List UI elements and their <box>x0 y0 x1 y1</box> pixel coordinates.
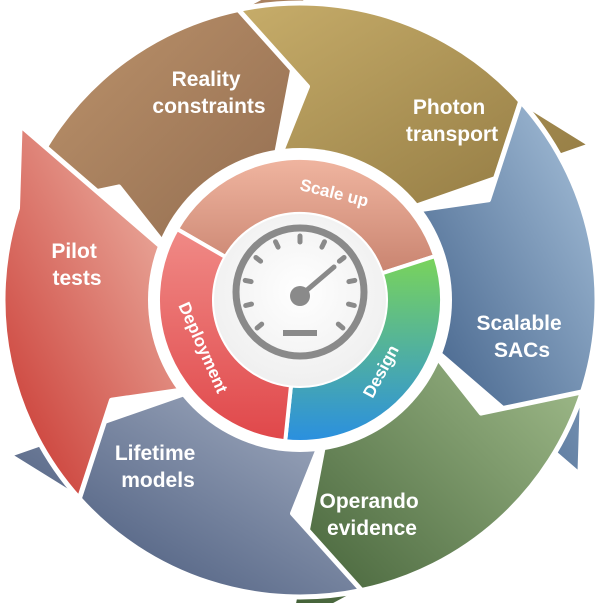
speedometer-icon <box>232 224 368 360</box>
gauge-tick <box>253 255 264 264</box>
label-sacs: Scalable SACs <box>476 312 567 362</box>
gauge-tick <box>335 321 346 331</box>
center-disc <box>214 214 386 386</box>
gauge-tick <box>346 301 357 308</box>
gauge-tick <box>243 301 254 308</box>
label-reality: Reality constraints <box>152 68 265 118</box>
gauge-tick <box>346 277 358 285</box>
label-pilot: Pilot tests <box>51 240 102 290</box>
label-lifetime: Lifetime models <box>115 442 201 492</box>
label-operando: Operando evidence <box>319 490 424 540</box>
label-photon: Photon transport <box>406 96 498 146</box>
gauge-tick <box>273 239 281 250</box>
gauge-tick <box>242 277 254 285</box>
gauge-tick <box>254 321 265 331</box>
gauge-tick <box>336 255 347 264</box>
gauge-tick <box>319 239 327 250</box>
